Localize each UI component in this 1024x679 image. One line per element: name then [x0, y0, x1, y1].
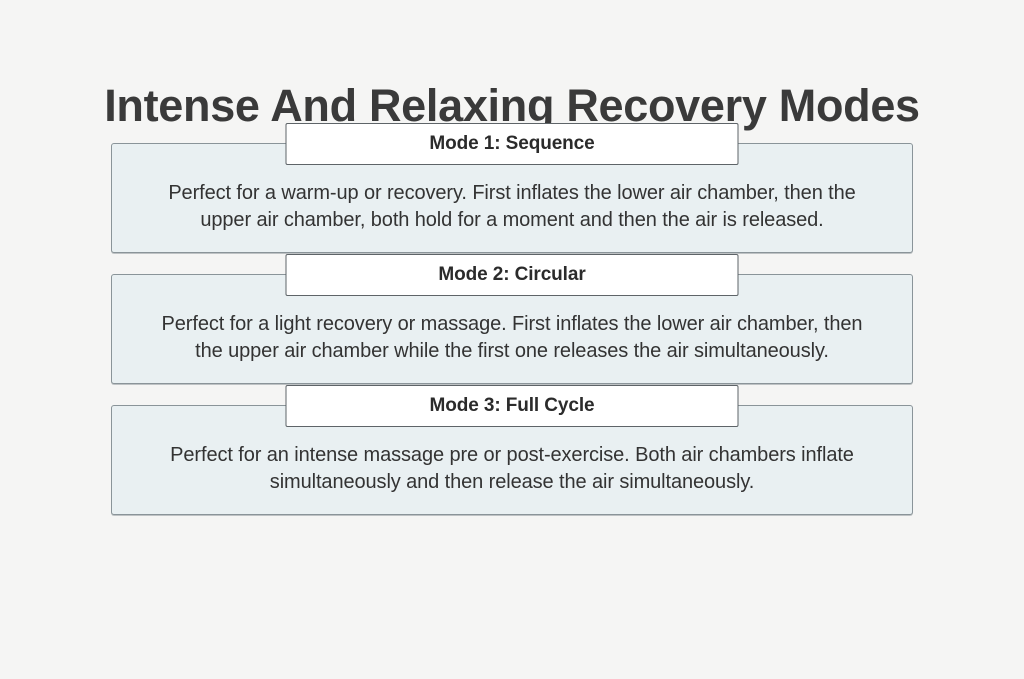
mode-card-body: Mode 1: Sequence Perfect for a warm-up o…	[111, 123, 913, 253]
mode-card-badge: Mode 1: Sequence	[285, 123, 739, 165]
page-title: Intense And Relaxing Recovery Modes	[104, 80, 920, 132]
mode-card: Mode 3: Full Cycle Perfect for an intens…	[0, 385, 1024, 515]
mode-card-badge-label: Mode 2: Circular	[438, 264, 586, 285]
mode-card-badge: Mode 2: Circular	[285, 254, 739, 296]
mode-card-badge-label: Mode 3: Full Cycle	[429, 395, 595, 416]
mode-card: Mode 1: Sequence Perfect for a warm-up o…	[0, 123, 1024, 253]
mode-card-badge-label: Mode 1: Sequence	[429, 133, 595, 154]
mode-card-description: Perfect for an intense massage pre or po…	[170, 444, 854, 493]
mode-card-body: Mode 3: Full Cycle Perfect for an intens…	[111, 385, 913, 515]
mode-card-description: Perfect for a light recovery or massage.…	[161, 313, 863, 362]
mode-card-badge: Mode 3: Full Cycle	[285, 385, 739, 427]
mode-card-list: Mode 1: Sequence Perfect for a warm-up o…	[0, 123, 1024, 515]
mode-card-description: Perfect for a warm-up or recovery. First…	[168, 182, 856, 231]
mode-card-body: Mode 2: Circular Perfect for a light rec…	[111, 254, 913, 384]
mode-card: Mode 2: Circular Perfect for a light rec…	[0, 254, 1024, 384]
